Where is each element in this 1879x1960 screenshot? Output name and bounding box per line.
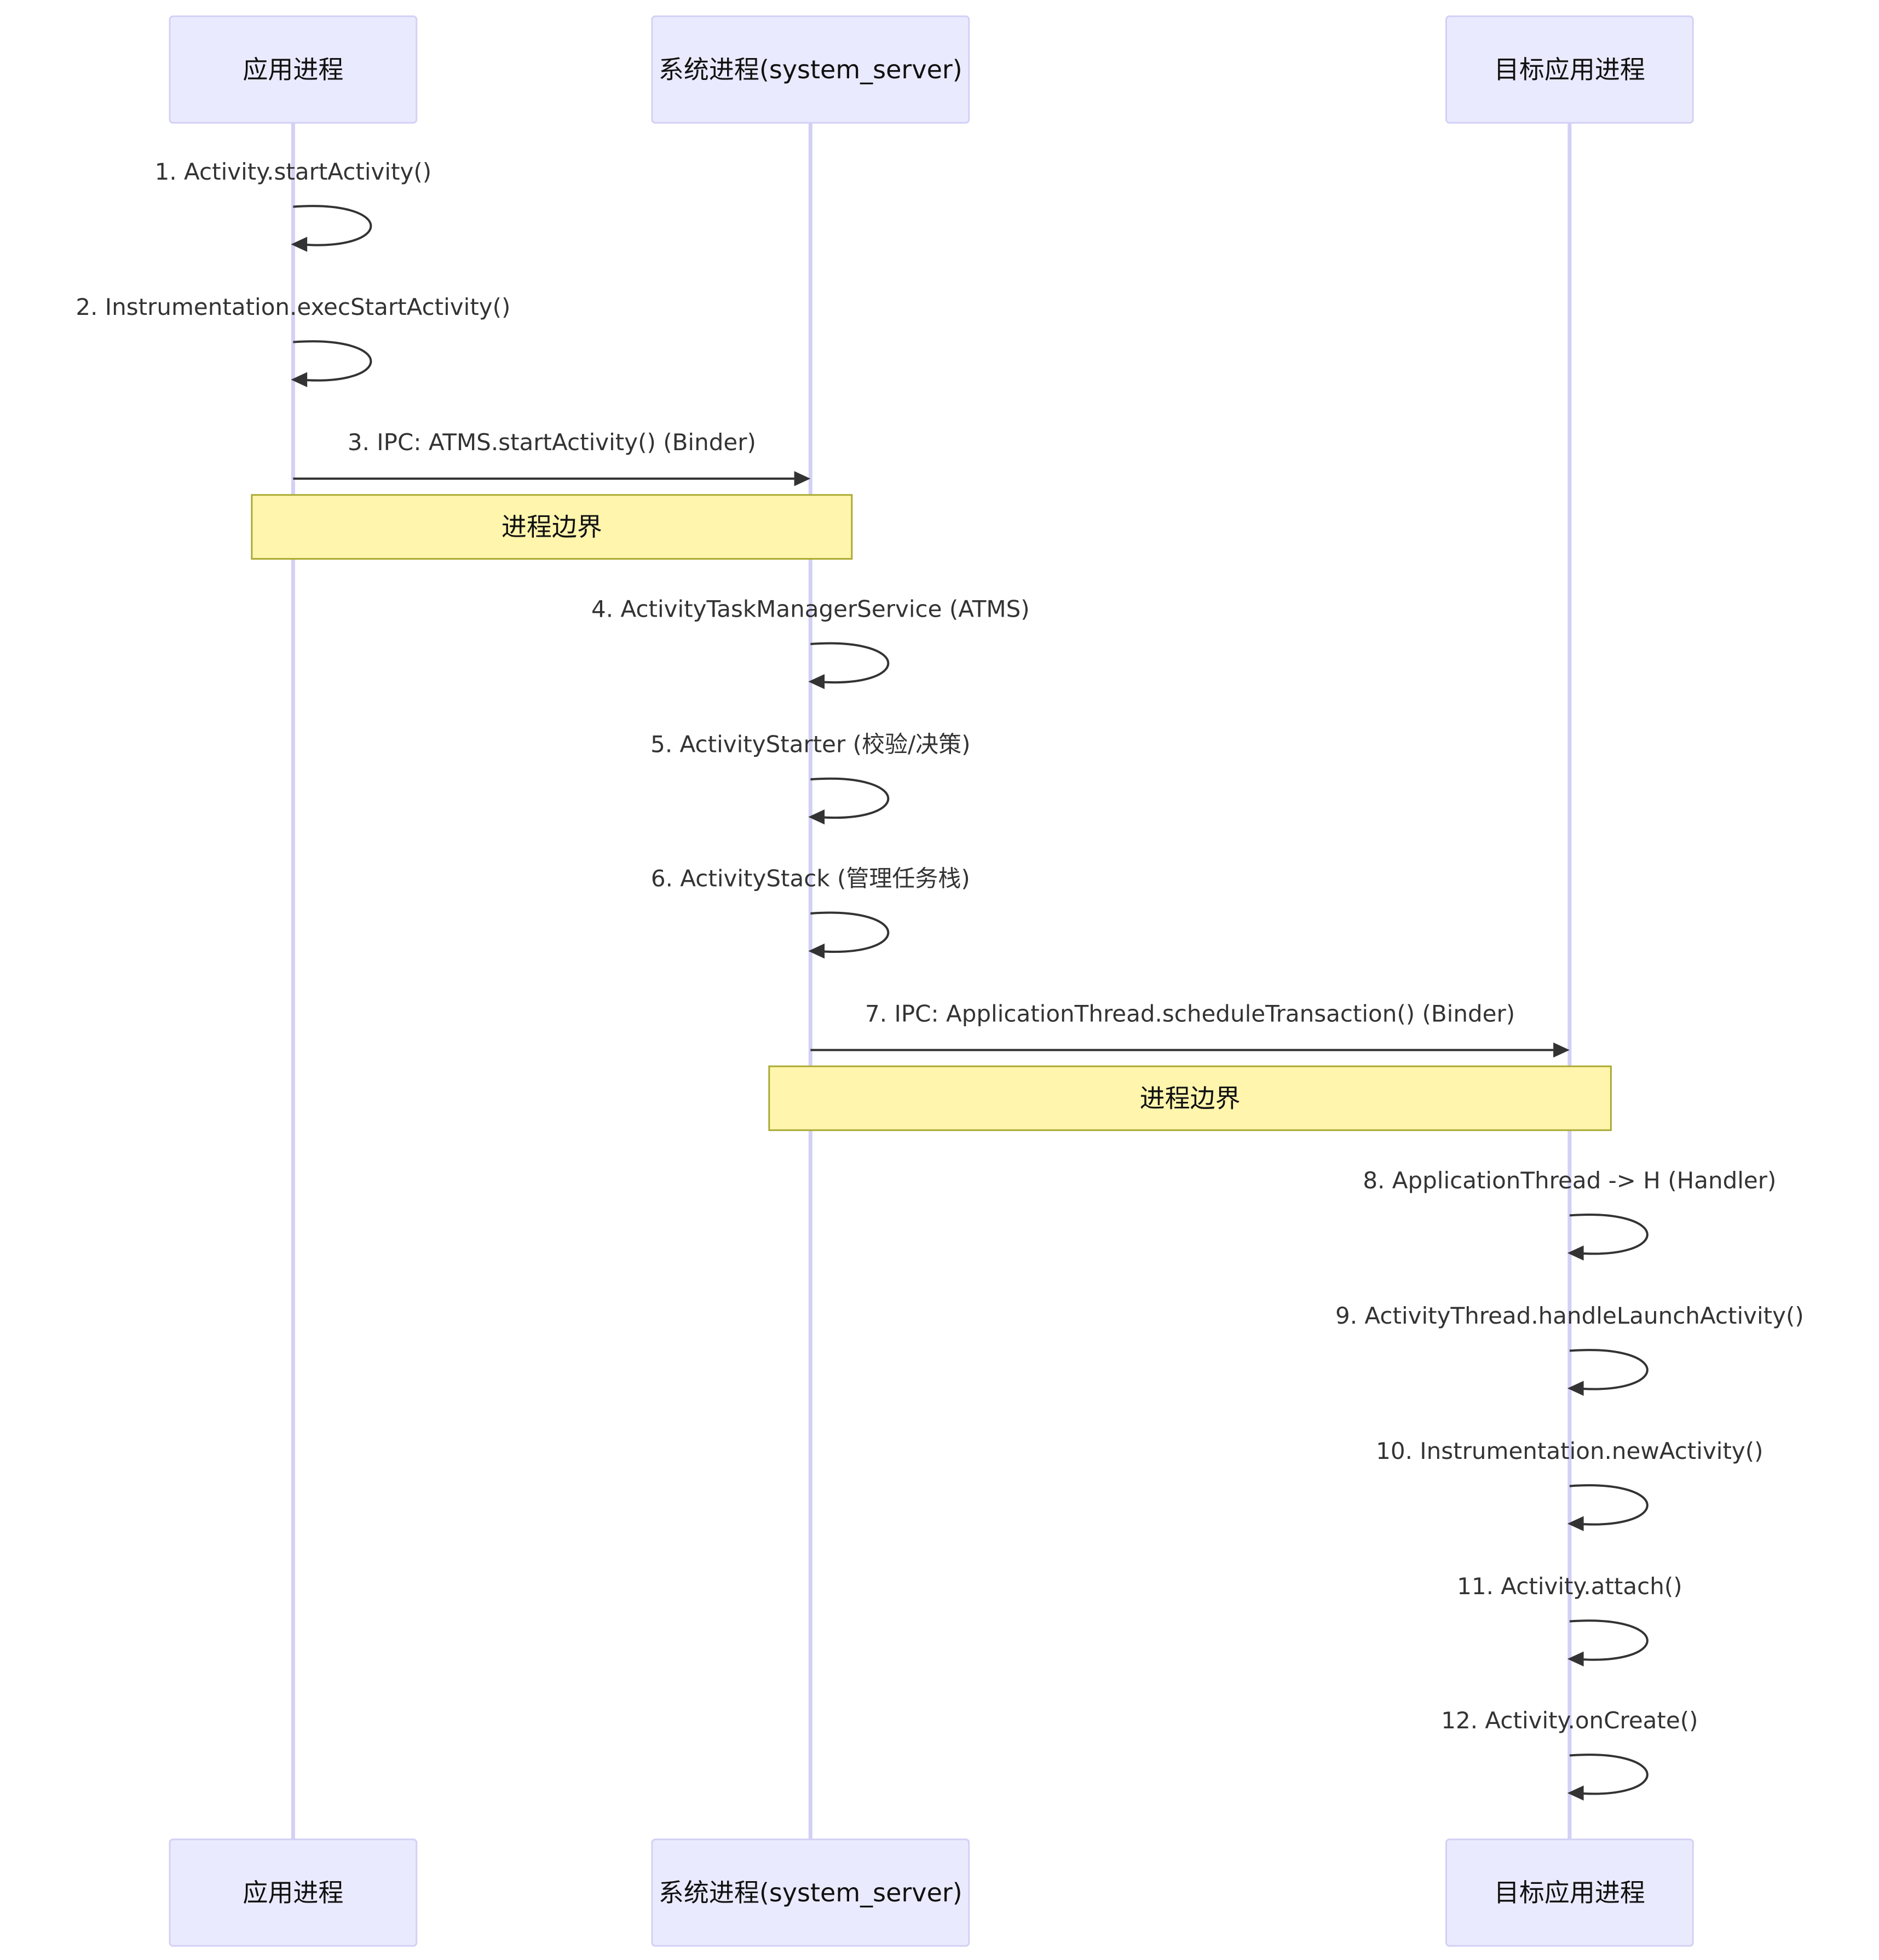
message-4: 4. ActivityTaskManagerService (ATMS) (591, 595, 1030, 689)
self-loop-arrow (1569, 1349, 1649, 1390)
participant-sys-bottom: 系统进程(system_server) (651, 1838, 970, 1947)
note-process-boundary-1: 进程边界 (251, 494, 853, 560)
participant-label: 应用进程 (243, 55, 343, 84)
participant-label: 目标应用进程 (1494, 1878, 1645, 1907)
note-process-boundary-2: 进程边界 (768, 1065, 1612, 1131)
message-label: 1. Activity.startActivity() (155, 158, 432, 185)
arrowhead-icon (1567, 1245, 1584, 1261)
message-label: 2. Instrumentation.execStartActivity() (76, 294, 510, 320)
participant-target-bottom: 目标应用进程 (1445, 1838, 1694, 1947)
arrowhead-icon (1567, 1516, 1584, 1531)
self-loop-arrow (810, 911, 890, 953)
message-label: 9. ActivityThread.handleLaunchActivity() (1335, 1302, 1804, 1329)
participant-target-top: 目标应用进程 (1445, 15, 1694, 124)
arrowhead-icon (808, 809, 825, 825)
message-label: 10. Instrumentation.newActivity() (1376, 1438, 1763, 1464)
note-label: 进程边界 (502, 512, 602, 542)
self-loop-arrow (1569, 1484, 1649, 1526)
message-label: 11. Activity.attach() (1457, 1573, 1682, 1600)
arrowhead-icon (1553, 1042, 1570, 1058)
arrowhead-icon (808, 943, 825, 959)
self-loop-arrow (1569, 1754, 1649, 1795)
message-8: 8. ApplicationThread -> H (Handler) (1363, 1167, 1776, 1261)
arrowhead-icon (1567, 1785, 1584, 1801)
message-12: 12. Activity.onCreate() (1441, 1707, 1698, 1801)
note-label: 进程边界 (1140, 1083, 1241, 1113)
message-6: 6. ActivityStack (管理任务栈) (651, 865, 970, 959)
message-9: 9. ActivityThread.handleLaunchActivity() (1335, 1302, 1804, 1396)
arrowhead-icon (1567, 1651, 1584, 1667)
self-loop-arrow (293, 340, 372, 382)
message-label: 8. ApplicationThread -> H (Handler) (1363, 1167, 1776, 1194)
message-label: 7. IPC: ApplicationThread.scheduleTransa… (865, 1000, 1515, 1027)
message-10: 10. Instrumentation.newActivity() (1376, 1438, 1763, 1531)
arrowhead-icon (291, 372, 308, 387)
participant-label: 应用进程 (243, 1878, 343, 1907)
participant-label: 目标应用进程 (1494, 55, 1645, 84)
self-loop-arrow (1569, 1619, 1649, 1661)
arrowhead-icon (808, 674, 825, 689)
self-loop-arrow (293, 205, 372, 246)
message-1: 1. Activity.startActivity() (155, 158, 432, 252)
self-loop-arrow (810, 642, 890, 683)
message-label: 6. ActivityStack (管理任务栈) (651, 865, 970, 892)
message-label: 5. ActivityStarter (校验/决策) (650, 731, 970, 758)
self-loop-arrow (810, 777, 890, 819)
message-5: 5. ActivityStarter (校验/决策) (650, 731, 971, 825)
self-loop-arrow (1569, 1214, 1649, 1255)
participant-label: 系统进程(system_server) (659, 55, 962, 84)
participant-label: 系统进程(system_server) (659, 1878, 962, 1907)
message-7: 7. IPC: ApplicationThread.scheduleTransa… (810, 1000, 1570, 1058)
arrowhead-icon (794, 471, 811, 486)
participant-sys-top: 系统进程(system_server) (651, 15, 970, 124)
participant-app-bottom: 应用进程 (169, 1838, 418, 1947)
arrowhead-icon (1567, 1381, 1584, 1396)
message-11: 11. Activity.attach() (1457, 1573, 1682, 1667)
message-label: 3. IPC: ATMS.startActivity() (Binder) (348, 429, 756, 456)
message-label: 4. ActivityTaskManagerService (ATMS) (591, 595, 1030, 622)
participant-app-top: 应用进程 (169, 15, 418, 124)
arrowhead-icon (291, 237, 308, 252)
message-2: 2. Instrumentation.execStartActivity() (76, 294, 510, 387)
message-label: 12. Activity.onCreate() (1441, 1707, 1698, 1734)
message-3: 3. IPC: ATMS.startActivity() (Binder) (293, 429, 811, 486)
